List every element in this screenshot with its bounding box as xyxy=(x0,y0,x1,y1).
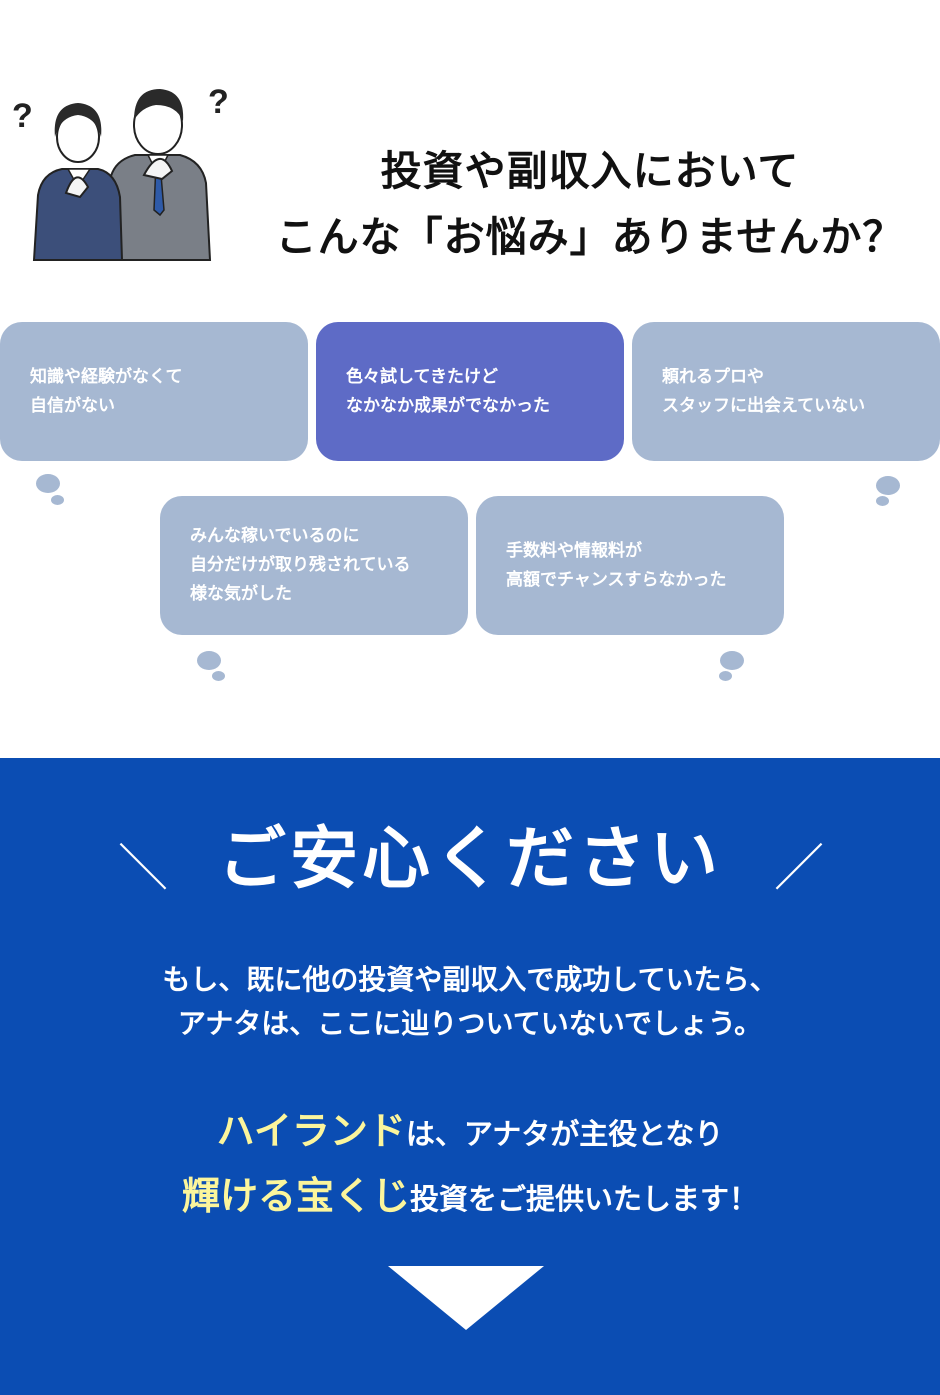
thought-dot xyxy=(212,671,225,681)
thought-dot xyxy=(719,671,732,681)
thought-dot xyxy=(876,476,900,495)
worry-text: みんな稼いでいるのに xyxy=(190,526,360,546)
thought-dot xyxy=(876,496,889,506)
promo-line-1: ハイランドは、アナタが主役となり xyxy=(0,1100,940,1165)
reassurance-description: もし、既に他の投資や副収入で成功していたら、 アナタは、ここに辿りついていないで… xyxy=(0,958,940,1046)
thought-dot xyxy=(197,651,221,670)
worry-bubble: 頼れるプロや スタッフに出会えていない xyxy=(632,322,940,461)
question-mark-icon: ? xyxy=(208,83,229,121)
promo-message: ハイランドは、アナタが主役となり 輝ける宝くじ投資をご提供いたします！ xyxy=(0,1100,940,1230)
thought-dot xyxy=(720,651,744,670)
worry-text: 自分だけが取り残されている xyxy=(190,555,411,575)
worry-text: 様な気がした xyxy=(190,584,292,604)
right-slash-decoration: ／ xyxy=(774,839,824,897)
worry-text: なかなか成果がでなかった xyxy=(346,395,550,416)
worry-text: 自信がない xyxy=(30,395,115,416)
worry-bubble: みんな稼いでいるのに 自分だけが取り残されている 様な気がした xyxy=(160,496,468,635)
worries-section: ? ? 投資や副収入において こんな「お悩み」ありませんか？ 知識や経験がなくて… xyxy=(0,83,940,681)
worries-heading: 投資や副収入において こんな「お悩み」ありませんか？ xyxy=(260,138,920,270)
question-mark-icon: ? xyxy=(12,97,33,135)
brand-name-highlight: ハイランド xyxy=(216,1109,406,1153)
thought-dot xyxy=(36,474,60,493)
worry-text: スタッフに出会えていない xyxy=(662,395,866,416)
worry-text: 頼れるプロや xyxy=(662,366,764,387)
left-slash-decoration: ＼ xyxy=(118,839,168,897)
promo-line-2: 輝ける宝くじ投資をご提供いたします！ xyxy=(0,1165,940,1230)
worry-text: 色々試してきたけど xyxy=(346,366,498,387)
heading-line-2: こんな「お悩み」ありませんか？ xyxy=(275,213,905,261)
worry-text: 知識や経験がなくて xyxy=(30,366,183,387)
reassurance-header: ＼ ご安心ください ／ xyxy=(0,820,940,900)
reassurance-title: ご安心ください xyxy=(217,820,722,899)
worried-business-people-illustration: ? ? xyxy=(12,83,229,261)
worry-text: 高額でチャンスすらなかった xyxy=(506,569,727,590)
description-line-2: アナタは、ここに辿りついていないでしょう。 xyxy=(177,1007,763,1040)
worry-text: 手数料や情報料が xyxy=(506,540,642,561)
reassurance-section: ＼ ご安心ください ／ もし、既に他の投資や副収入で成功していたら、 アナタは、… xyxy=(0,758,940,1395)
description-line-1: もし、既に他の投資や副収入で成功していたら、 xyxy=(162,963,778,996)
worry-bubble: 知識や経験がなくて 自信がない xyxy=(0,322,308,461)
worry-bubble: 手数料や情報料が 高額でチャンスすらなかった xyxy=(476,496,784,635)
promo-line-1-text: は、アナタが主役となり xyxy=(405,1117,724,1151)
promo-line-2-text: 投資をご提供いたします！ xyxy=(410,1182,759,1216)
down-arrow-icon xyxy=(388,1266,544,1330)
worry-bubble-highlighted: 色々試してきたけど なかなか成果がでなかった xyxy=(316,322,624,461)
thought-dot xyxy=(51,495,64,505)
lottery-highlight: 輝ける宝くじ xyxy=(181,1174,410,1218)
heading-line-1: 投資や副収入において xyxy=(380,147,800,195)
